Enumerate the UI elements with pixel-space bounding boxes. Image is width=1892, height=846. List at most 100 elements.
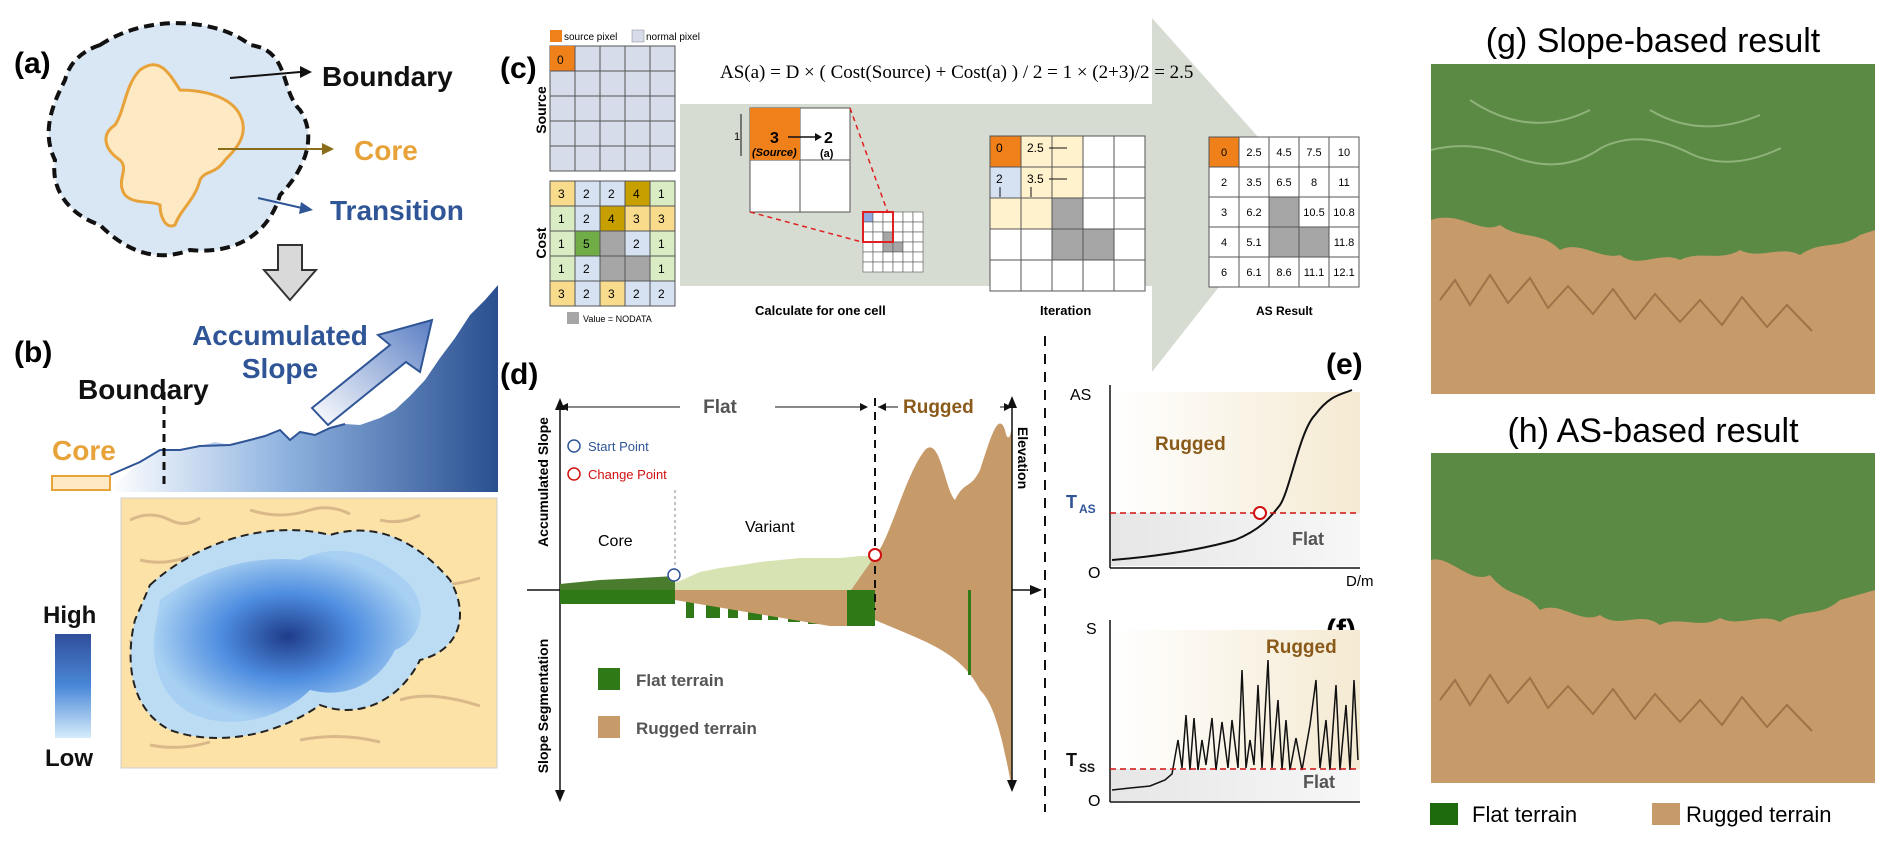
mini-cell	[912, 251, 924, 263]
as-cell-value: 6	[1221, 267, 1227, 279]
e-flat-label: Flat	[1292, 529, 1324, 549]
cost-cell-value: 2	[633, 237, 640, 251]
f-origin: O	[1088, 793, 1100, 810]
core-label: Core	[354, 135, 418, 166]
panel-a: (a) Boundary Core Transition	[14, 21, 464, 302]
as-cell	[1208, 196, 1240, 228]
panel-c-label: (c)	[500, 52, 537, 85]
mini-cell	[862, 221, 874, 233]
d-flat-label: Flat	[703, 397, 737, 418]
e-rugged-label: Rugged	[1155, 434, 1226, 455]
as-cell	[1298, 166, 1330, 198]
b-boundary-label: Boundary	[78, 374, 209, 405]
mini-cell	[882, 221, 894, 233]
as-formula: AS(a) = D × ( Cost(Source) + Cost(a) ) /…	[720, 62, 1193, 83]
dem-map-boundary-line	[129, 529, 461, 739]
b-core-label: Core	[52, 435, 116, 466]
iter-cell	[1113, 228, 1146, 261]
mini-cell	[862, 231, 874, 243]
f-threshold-sub: SS	[1079, 761, 1095, 775]
mini-cell	[892, 241, 904, 253]
iter-cell	[1082, 197, 1115, 230]
cost-cell	[599, 205, 626, 232]
mini-cell	[872, 251, 884, 263]
d-x-arrow	[1030, 585, 1042, 595]
mini-cell	[862, 261, 874, 273]
d-legend-flat-text: Flat terrain	[636, 671, 724, 690]
h-map-ridges	[1439, 673, 1813, 732]
cost-cell	[574, 205, 601, 232]
core-arrowhead	[322, 143, 334, 155]
cost-cell-value: 3	[633, 212, 640, 226]
mini-cell	[872, 231, 884, 243]
iter-cell	[989, 166, 1022, 199]
iter-cell	[1020, 228, 1053, 261]
elevation-arrow-down	[1007, 780, 1017, 792]
iter-cell	[989, 135, 1022, 168]
as-cell-value: 10.8	[1333, 207, 1354, 219]
cost-cell	[624, 280, 651, 307]
panel-d: (d) Accumulated Slope Slope Segmentation…	[500, 358, 1042, 802]
as-cell	[1328, 136, 1360, 168]
f-flat-label: Flat	[1303, 772, 1335, 792]
cost-cell	[649, 280, 676, 307]
as-cell	[1208, 136, 1240, 168]
rising-arrow-icon	[310, 318, 434, 427]
legend-low: Low	[45, 745, 93, 772]
cost-cell-value: 1	[658, 237, 665, 251]
legend-change-text: Change Point	[588, 467, 667, 482]
panel-e: (e) AS O D/m Rugged Flat T AS	[1066, 348, 1374, 590]
start-point-marker	[667, 568, 681, 582]
cost-cell	[624, 255, 651, 282]
iter-cell	[1020, 166, 1053, 199]
cost-cell	[649, 205, 676, 232]
legend-normal-text: normal pixel	[646, 32, 700, 43]
as-cell-value: 8	[1311, 177, 1317, 189]
e-threshold-main: T	[1066, 492, 1077, 512]
mini-cell	[892, 231, 904, 243]
cost-cell	[599, 280, 626, 307]
panel-g: (g) Slope-based result	[1430, 22, 1875, 394]
as-cell	[1268, 226, 1300, 258]
d-rugged-label: Rugged	[903, 397, 974, 418]
one-cell-source	[750, 108, 800, 160]
source-grid: 0	[549, 45, 676, 172]
legend-flat-swatch	[1430, 803, 1458, 825]
cost-cell-value: 3	[558, 187, 565, 201]
rugged-silhouette	[830, 420, 1012, 790]
d-legend-flat-swatch	[598, 668, 620, 690]
mini-cell	[862, 241, 874, 253]
e-rugged-region	[1110, 392, 1360, 513]
cost-cell	[599, 255, 626, 282]
as-cell-value: 2	[1221, 177, 1227, 189]
cost-cell	[574, 180, 601, 207]
legend-source-swatch	[550, 30, 562, 42]
mini-cell	[902, 251, 914, 263]
iter-cell	[989, 259, 1022, 292]
gh-legend: Flat terrain Rugged terrain	[1430, 802, 1832, 827]
one-cell-source-num: 3	[770, 130, 779, 147]
mini-cell	[882, 211, 894, 223]
e-as-curve	[1111, 389, 1353, 561]
boundary-arrowhead	[300, 66, 312, 78]
iter-cell	[1113, 197, 1146, 230]
mini-cell	[862, 211, 874, 223]
e-x-label: D/m	[1346, 573, 1374, 590]
one-cell-source-lab: (Source)	[752, 147, 797, 159]
as-cell-value: 11	[1338, 177, 1349, 189]
cost-axis-label: Cost	[533, 227, 549, 258]
legend-rugged-swatch	[1652, 803, 1680, 825]
flat-bar	[686, 590, 694, 618]
as-cell	[1328, 196, 1360, 228]
cost-cell-value: 1	[558, 262, 565, 276]
d-variant-label: Variant	[745, 519, 795, 536]
e-threshold-sub: AS	[1079, 502, 1096, 516]
as-cell-value: 4.5	[1276, 147, 1291, 159]
boundary-label: Boundary	[322, 61, 453, 92]
core-bar	[51, 475, 111, 491]
cost-cell-value: 1	[658, 262, 665, 276]
d-ss-axis-label: Slope Segmentation	[535, 639, 551, 774]
iter-cell	[1051, 259, 1084, 292]
mini-cell	[902, 221, 914, 233]
